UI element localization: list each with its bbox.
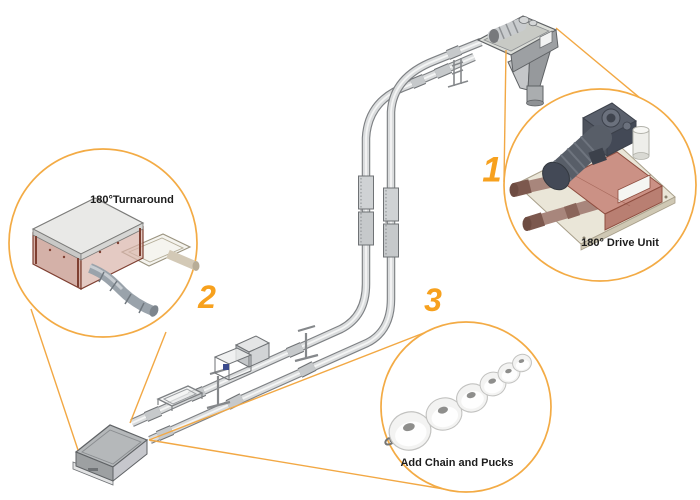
- pucks: [388, 353, 532, 451]
- support-stand-2: [294, 324, 319, 363]
- turnaround-box: [72, 424, 149, 486]
- callout-circle-drive-unit: [503, 88, 697, 282]
- hanger-bracket: [447, 58, 469, 88]
- leader-line-1a: [503, 49, 507, 183]
- callout-number-3: 3: [424, 282, 442, 318]
- leader-line-3a: [148, 328, 435, 441]
- callout-label-turnaround: 180°Turnaround: [90, 194, 174, 206]
- conveyor-assembly: [72, 15, 559, 486]
- drive-unit-hopper: [476, 15, 559, 107]
- leader-line-2b: [129, 331, 167, 424]
- inlet-tray-frame: [156, 385, 204, 411]
- callout-leader-lines: [30, 27, 659, 491]
- outlet-port: [632, 126, 650, 160]
- gearbox: [582, 102, 637, 157]
- callout-label-drive-unit: 180° Drive Unit: [581, 237, 659, 249]
- turnaround-hose: [88, 263, 159, 317]
- callout-number-2: 2: [198, 279, 216, 315]
- motor: [542, 125, 612, 191]
- vertical-mount-bracket-right: [383, 187, 399, 258]
- callout-circle-chain-pucks: [380, 321, 552, 493]
- leader-line-3b: [148, 439, 451, 491]
- vertical-mount-bracket-left: [358, 175, 374, 246]
- leader-line-2a: [30, 308, 79, 451]
- callout-circle-turnaround: [8, 148, 200, 338]
- inlet-box-assembly: [213, 335, 271, 381]
- callout-number-1: 1: [482, 150, 502, 190]
- conveyor-tube-front: [148, 38, 483, 444]
- callout-label-chain-pucks: Add Chain and Pucks: [400, 457, 514, 469]
